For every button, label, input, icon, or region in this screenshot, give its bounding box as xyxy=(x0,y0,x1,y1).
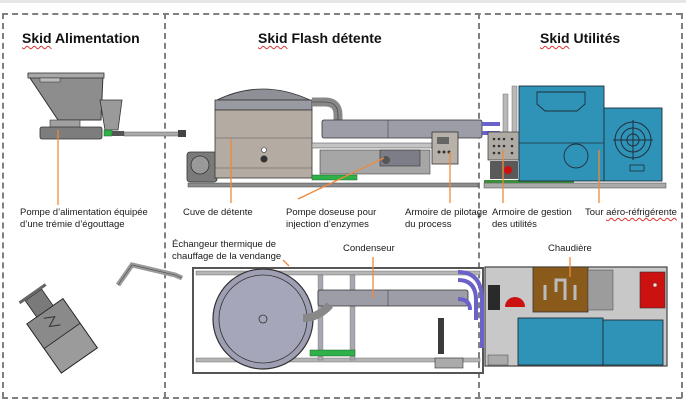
section-title-flash-detente: Skid Flash détente xyxy=(258,30,382,46)
flash-skid-top-view xyxy=(192,257,484,374)
title-rest: Flash détente xyxy=(287,30,382,46)
title-skid-word: Skid xyxy=(540,30,570,46)
label-cuve-detente: Cuve de détente xyxy=(183,207,253,218)
leader-echangeur xyxy=(282,259,290,267)
leader-pompe-doseuse xyxy=(297,157,385,200)
label-armoire-pilotage: Armoire de pilotage du process xyxy=(405,207,488,230)
label-pompe-doseuse: Pompe doseuse pour injection d’enzymes xyxy=(286,207,377,230)
frame-left-dashed xyxy=(2,13,4,398)
divider-alimentation-flash xyxy=(164,13,166,398)
divider-flash-utilites xyxy=(478,13,480,398)
label-condenseur: Condenseur xyxy=(343,243,395,254)
frame-right-dashed xyxy=(681,13,683,398)
frame-top-dashed xyxy=(2,13,682,15)
title-skid-word: Skid xyxy=(22,30,52,46)
utilities-skid-top-view xyxy=(484,257,668,367)
label-tour-aero-refrigerente: Tour aéro-réfrigérente xyxy=(585,207,677,219)
title-rest: Alimentation xyxy=(51,30,140,46)
feed-hopper-top-view xyxy=(18,262,183,374)
label-chaudiere: Chaudière xyxy=(548,243,592,254)
label-pompe-alimentation: Pompe d’alimentation équipée d’une trémi… xyxy=(20,207,148,230)
title-rest: Utilités xyxy=(569,30,621,46)
flash-skid-side-view xyxy=(186,88,500,203)
feed-hopper-side-view xyxy=(27,72,186,205)
section-title-alimentation: Skid Alimentation xyxy=(22,30,140,46)
top-border xyxy=(0,0,686,3)
tour-prefix: Tour xyxy=(585,207,607,218)
section-title-utilites: Skid Utilités xyxy=(540,30,620,46)
title-skid-word: Skid xyxy=(258,30,288,46)
label-echangeur: Échangeur thermique de chauffage de la v… xyxy=(172,239,282,262)
utilities-skid-side-view xyxy=(483,85,667,203)
tour-rest: aéro-réfrigérente xyxy=(606,207,677,218)
frame-bottom-dashed xyxy=(2,397,682,399)
label-armoire-gestion: Armoire de gestion des utilités xyxy=(492,207,572,230)
